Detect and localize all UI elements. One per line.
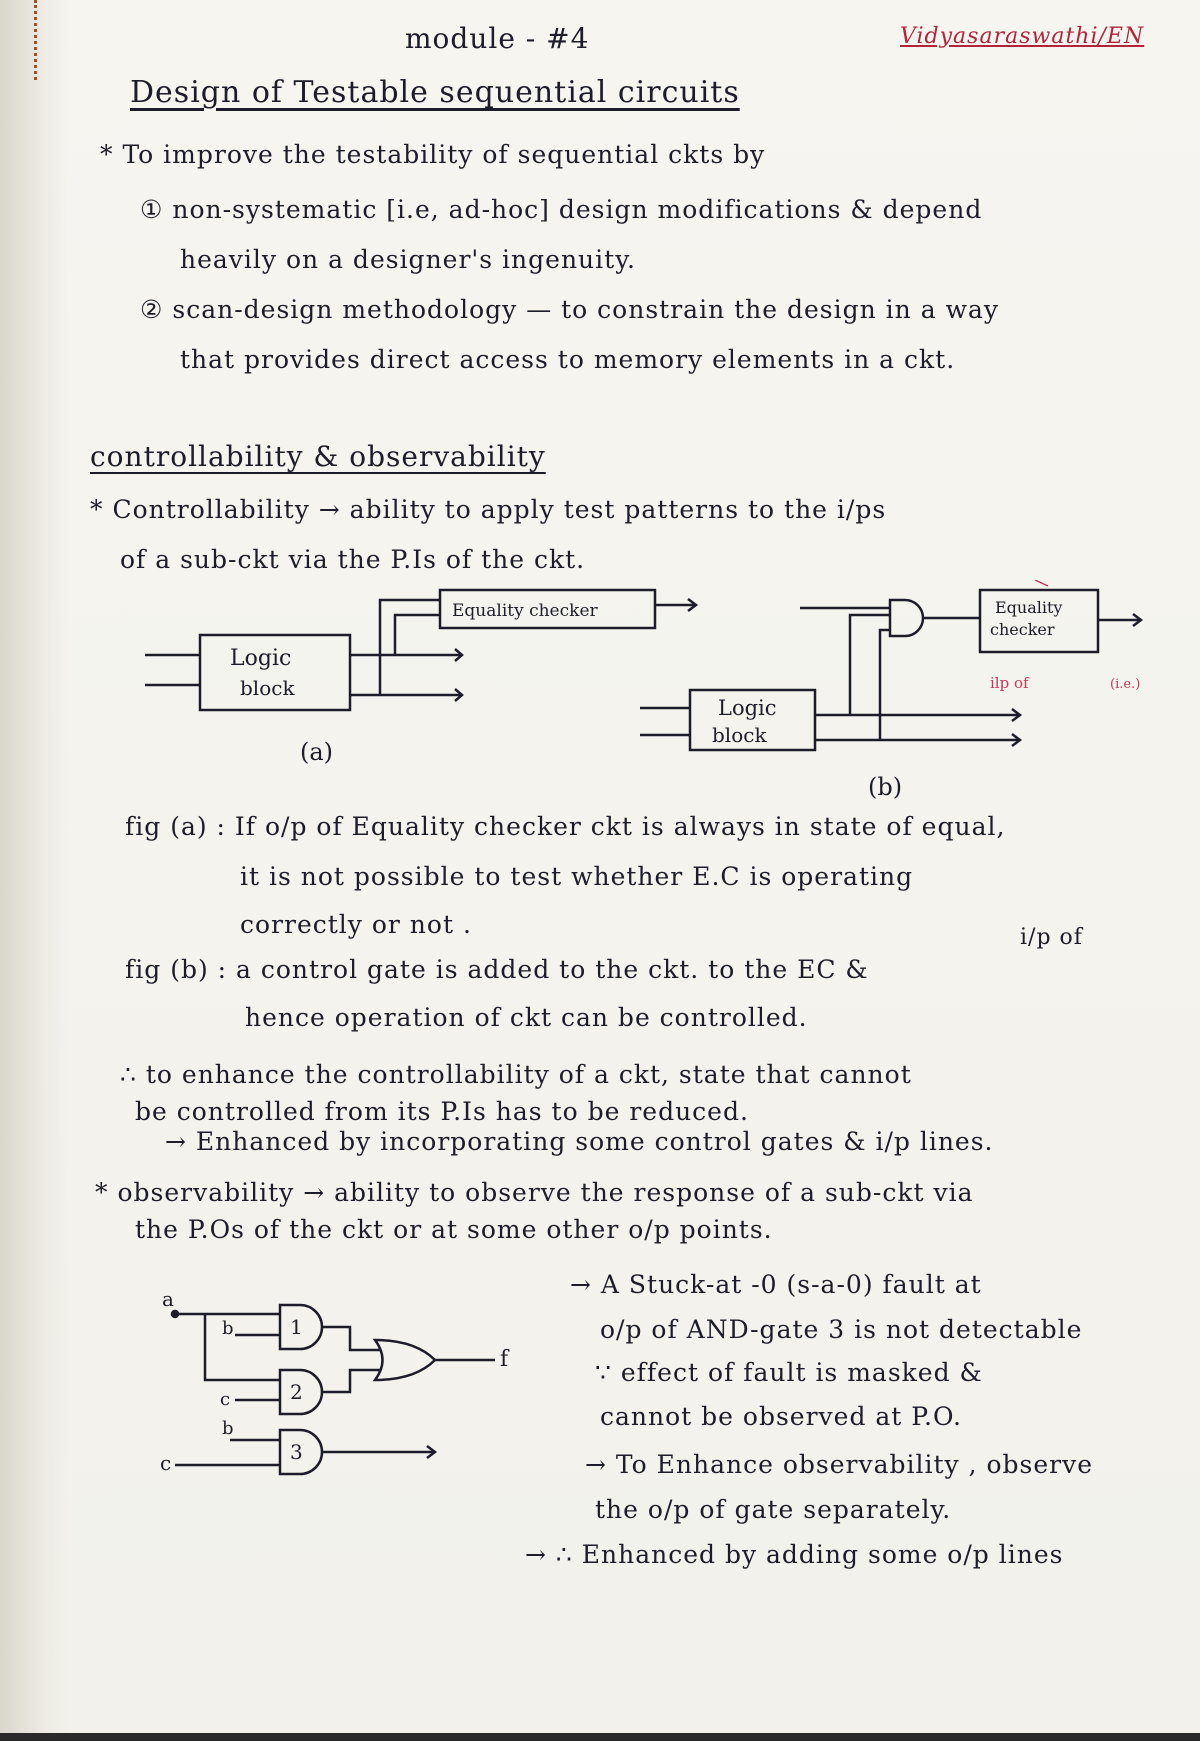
logic-block-b-label-2: block xyxy=(712,723,767,747)
author-signature: Vidyasaraswathi/EN xyxy=(900,24,1145,49)
gate-note-4: cannot be observed at P.O. xyxy=(600,1402,962,1431)
figb-text-2: hence operation of ckt can be controlled… xyxy=(245,1003,808,1032)
input-b2-label: b xyxy=(222,1418,234,1439)
figure-b-pink-note-2: (i.e.) xyxy=(1110,677,1140,692)
gate-3-label: 3 xyxy=(290,1440,303,1464)
intro-line-3: heavily on a designer's ingenuity. xyxy=(180,245,636,274)
gate-note-3: ∵ effect of fault is masked & xyxy=(595,1358,983,1387)
and-gate-2 xyxy=(278,1368,324,1416)
input-b1-label: b xyxy=(222,1318,234,1339)
controllability-line-1: * Controllability → ability to apply tes… xyxy=(90,495,887,524)
logic-block-b-label-1: Logic xyxy=(718,696,777,720)
figure-ab-diagram: Logic block Equality checker (a) Logic b… xyxy=(145,580,1144,801)
equality-checker-b-label-1: Equality xyxy=(995,598,1062,617)
input-a-label: a xyxy=(162,1290,174,1311)
gate-circuit-diagram: a b c b c 1 2 3 f xyxy=(160,1290,510,1476)
binding-stitch xyxy=(34,0,45,80)
section-heading-controllability: controllability & observability xyxy=(90,440,546,473)
equality-checker-a xyxy=(438,588,657,630)
module-heading: module - #4 xyxy=(405,22,590,55)
gate-note-2: o/p of AND-gate 3 is not detectable xyxy=(600,1315,1083,1344)
gate-1-label: 1 xyxy=(290,1315,303,1339)
conclusion-line-3: → Enhanced by incorporating some control… xyxy=(165,1127,994,1156)
figa-text-1: fig (a) : If o/p of Equality checker ckt… xyxy=(125,812,1006,841)
conclusion-line-2: be controlled from its P.Is has to be re… xyxy=(135,1097,749,1126)
logic-block-a-label-2: block xyxy=(240,676,295,700)
controllability-line-2: of a sub-ckt via the P.Is of the ckt. xyxy=(120,545,586,574)
gate-note-1: → A Stuck-at -0 (s-a-0) fault at xyxy=(570,1270,982,1299)
output-f-label: f xyxy=(500,1347,510,1372)
intro-line-2: ① non-systematic [i.e, ad-hoc] design mo… xyxy=(140,195,983,224)
logic-block-a xyxy=(198,633,352,712)
gate-note-5: → To Enhance observability , observe xyxy=(585,1450,1094,1479)
input-c1-label: c xyxy=(220,1389,230,1410)
observability-line-1: * observability → ability to observe the… xyxy=(95,1178,974,1207)
gate-note-7: → ∴ Enhanced by adding some o/p lines xyxy=(525,1540,1064,1569)
figure-b-caption: (b) xyxy=(868,773,902,801)
intro-line-5: that provides direct access to memory el… xyxy=(180,345,956,374)
conclusion-line-1: ∴ to enhance the controllability of a ck… xyxy=(120,1060,912,1089)
intro-line-4: ② scan-design methodology — to constrain… xyxy=(140,295,999,324)
figa-text-3: correctly or not . xyxy=(240,910,472,939)
figa-text-2: it is not possible to test whether E.C i… xyxy=(240,862,914,891)
figb-text-1: fig (b) : a control gate is added to the… xyxy=(125,955,869,984)
page-title: Design of Testable sequential circuits xyxy=(130,75,740,110)
and-gate-3 xyxy=(278,1428,324,1476)
gate-note-6: the o/p of gate separately. xyxy=(595,1495,952,1524)
figure-b-pink-note: ilp of xyxy=(990,674,1030,692)
gate-2-label: 2 xyxy=(290,1380,303,1404)
equality-checker-a-label: Equality checker xyxy=(452,601,599,621)
logic-block-a-label-1: Logic xyxy=(230,646,291,671)
and-gate-1 xyxy=(278,1303,324,1351)
page-bottom-edge xyxy=(0,1733,1200,1741)
control-and-gate xyxy=(888,598,925,638)
or-gate xyxy=(372,1338,437,1382)
logic-block-b xyxy=(688,688,817,752)
intro-line-1: * To improve the testability of sequenti… xyxy=(100,140,766,169)
equality-checker-b-label-2: checker xyxy=(990,620,1055,639)
figure-a-caption: (a) xyxy=(300,738,333,766)
observability-line-2: the P.Os of the ckt or at some other o/p… xyxy=(135,1215,773,1244)
input-c2-label: c xyxy=(160,1451,171,1475)
page-binding xyxy=(0,0,70,1741)
figb-note: i/p of xyxy=(1020,925,1083,950)
